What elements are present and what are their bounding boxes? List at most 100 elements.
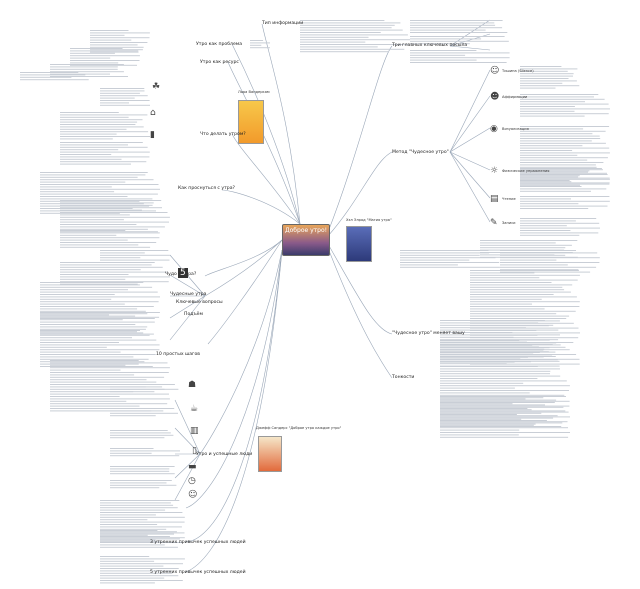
leaf-text-line xyxy=(110,470,170,472)
leaf-text-line xyxy=(440,390,569,391)
central-topic[interactable]: Доброе утро! xyxy=(282,224,330,256)
branch-how-wake[interactable]: Как проснуться с утра? xyxy=(178,186,235,191)
book-3-title: Джефф Сандерс "Доброе утро каждое утро" xyxy=(256,426,342,430)
leaf-text-line xyxy=(100,90,145,92)
leaf-text-line xyxy=(50,379,147,381)
leaf-text-line xyxy=(60,136,150,137)
leaf-text-line xyxy=(110,434,174,436)
leaf-text-line xyxy=(300,48,405,50)
leaf-text-line xyxy=(60,230,126,231)
leaf-text-line xyxy=(520,177,610,179)
clock-icon: ◷ xyxy=(188,476,196,486)
leaf-text-line xyxy=(470,301,580,303)
leaf-text-line xyxy=(40,366,153,367)
branch-morning-problem[interactable]: Утро как проблема xyxy=(196,42,243,47)
leaf-text-line xyxy=(250,47,270,49)
leaf-text-line xyxy=(110,437,165,439)
leaf-text-line xyxy=(60,146,148,148)
leaf-text-line xyxy=(50,386,146,388)
leaf-text-line xyxy=(100,568,179,569)
leaf-text-line xyxy=(520,220,576,222)
leaf-text-line xyxy=(60,283,138,285)
leaf-text-line xyxy=(90,34,125,36)
leaf-text-line xyxy=(300,41,366,43)
leaf-text-line xyxy=(520,172,607,174)
branch-after-1[interactable]: Утро и успешные люди xyxy=(196,452,253,457)
leaf-text-line xyxy=(520,183,610,185)
branch-after-3[interactable]: 5 утренних привычек успешных людей xyxy=(150,570,246,575)
leaf-text-line xyxy=(520,80,577,82)
leaf-text-line xyxy=(40,316,160,318)
leaf-text-line xyxy=(520,203,579,205)
leaf-text-line xyxy=(110,480,172,481)
trash-icon: ▥ xyxy=(190,426,199,436)
branch-info-type[interactable]: Тип информации xyxy=(262,21,304,26)
leaf-text-line xyxy=(470,286,563,288)
leaf-text-line xyxy=(440,348,545,350)
leaf-text-line xyxy=(60,266,163,268)
leaf-text-line xyxy=(40,349,160,351)
leaf-text-line xyxy=(470,296,577,298)
leaf-text-line xyxy=(50,364,126,366)
leaf-text-line xyxy=(50,68,118,70)
leaf-text-line xyxy=(60,221,169,223)
leaf-text-line xyxy=(520,113,609,115)
leaf-text-line xyxy=(400,254,480,256)
leaf-text-line xyxy=(440,347,550,349)
leaf-text-line xyxy=(300,32,381,33)
leaf-text-line xyxy=(60,204,153,206)
leaf-text-line xyxy=(100,560,155,562)
leaf-text-line xyxy=(60,161,147,163)
branch-wakeup[interactable]: Подъём xyxy=(184,312,203,317)
leaf-text-line xyxy=(410,50,477,51)
branch-results[interactable]: "Чудесное утро" меняет вашу xyxy=(392,331,465,336)
leaf-text-line xyxy=(470,279,578,281)
leaf-text-line xyxy=(60,269,141,271)
branch-miracle-method[interactable]: Метод "Чудесное утро" xyxy=(392,150,449,155)
branch-main-ideas[interactable]: Три главных ключевых посыла xyxy=(392,43,468,48)
leaf-text-line xyxy=(60,212,168,213)
leaf-text-line xyxy=(100,531,177,533)
leaf-text-line xyxy=(470,294,554,295)
leaf-text-line xyxy=(50,405,140,407)
leaf-text-line xyxy=(470,298,542,300)
branch-what-to-do[interactable]: Что делать утром? xyxy=(200,132,246,137)
leaf-text-line xyxy=(90,39,132,41)
leaf-text-line xyxy=(40,331,137,333)
branch-key-questions[interactable]: Ключевые вопросы xyxy=(176,300,223,305)
leaf-text-line xyxy=(440,415,558,417)
leaf-text-line xyxy=(410,57,510,59)
leaf-text-line xyxy=(60,142,143,143)
branch-extras[interactable]: Тонкости xyxy=(392,375,415,380)
leaf-text-line xyxy=(440,344,533,346)
leaf-text-line xyxy=(520,169,603,171)
leaf-text-line xyxy=(90,32,150,34)
leaf-text-line xyxy=(100,528,167,530)
branch-miracle-mornings[interactable]: Чудесные утра xyxy=(170,292,207,297)
leaf-text-line xyxy=(50,372,169,373)
leaf-text-line xyxy=(40,203,144,205)
leaf-text-line xyxy=(520,108,610,110)
leaf-text-line xyxy=(520,176,579,178)
branch-after-2[interactable]: 3 утренних привычек успешных людей xyxy=(150,540,246,545)
leaf-text-line xyxy=(50,384,157,385)
leaf-text-line xyxy=(110,484,177,486)
leaf-text-line xyxy=(410,29,486,31)
leaf-text-line xyxy=(60,116,129,118)
leaf-text-line xyxy=(100,254,170,256)
branch-morning-resource[interactable]: Утро как ресурс xyxy=(200,60,239,65)
leaf-text-line xyxy=(60,126,144,128)
leaf-text-line xyxy=(440,370,551,372)
leaf-text-line xyxy=(90,42,148,43)
saver-4: Физические упражнения xyxy=(502,169,550,173)
leaf-text-line xyxy=(50,362,168,364)
branch-10-steps[interactable]: 10 простых шагов xyxy=(156,352,200,357)
leaf-text-line xyxy=(410,54,466,56)
leaf-text-line xyxy=(470,363,580,365)
leaf-text-line xyxy=(100,556,150,557)
leaf-text-line xyxy=(300,20,385,21)
leaf-text-line xyxy=(440,378,538,379)
leaf-text-line xyxy=(70,50,139,52)
leaf-text-line xyxy=(470,289,565,291)
leaf-text-line xyxy=(100,257,141,259)
